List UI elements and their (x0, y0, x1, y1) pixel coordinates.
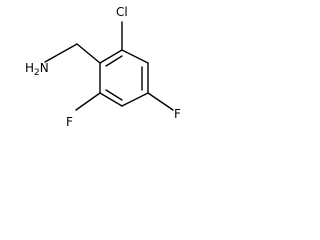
bond-ring-c5-c6 (99, 92, 123, 107)
fluoro-right-label: F (174, 107, 181, 121)
amine-label-h: H (25, 61, 34, 75)
bond-ring-c4-c5 (121, 92, 149, 107)
bond-ring-to-ch2 (76, 43, 101, 64)
molecule-structure: H2N Cl F F (25, 5, 181, 129)
amine-label-n: N (40, 61, 49, 75)
amine-label-subscript: 2 (34, 68, 40, 78)
fluoro-left-label: F (66, 115, 73, 129)
bond-ring-c1-c2 (99, 49, 123, 64)
bond-ring-inner-bottom (105, 89, 123, 101)
bond-ring-inner-top (105, 55, 123, 67)
bond-ring-c2-c3 (121, 49, 149, 64)
bond-ch2-to-amine (44, 43, 78, 63)
chloro-label: Cl (116, 5, 128, 19)
amine-label: H2N (25, 61, 49, 78)
bond-ring-to-f-right (147, 92, 174, 111)
bond-ring-to-f-left (75, 92, 101, 111)
